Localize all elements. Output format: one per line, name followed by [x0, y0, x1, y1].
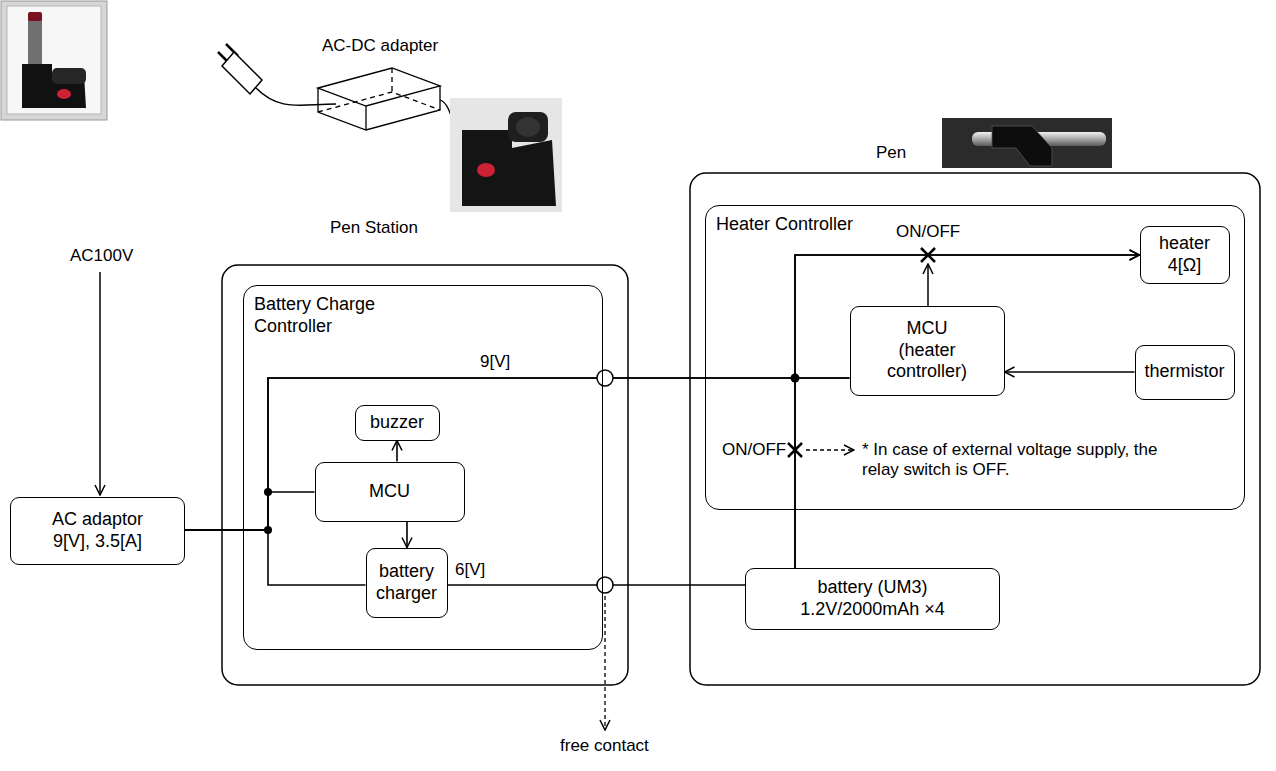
station-housing: [222, 265, 628, 685]
supply-arrow: [99, 272, 101, 495]
component-label: MCU: [369, 481, 410, 503]
component-label: heater 4[Ω]: [1155, 233, 1215, 276]
wire-connector: [185, 255, 1140, 530]
component-box: heater 4[Ω]: [1140, 226, 1230, 284]
group-title: Battery Charge Controller: [254, 294, 389, 337]
annotation-label: ON/OFF: [722, 440, 786, 460]
annotation-label: AC-DC adapter: [322, 36, 438, 56]
component-box: buzzer: [355, 405, 440, 441]
note-leader: [806, 449, 854, 450]
component-box: battery (UM3) 1.2V/2000mAh ×4: [745, 568, 1000, 630]
junction-dot: [791, 374, 800, 383]
pen-housing: [690, 173, 1260, 685]
component-label: buzzer: [370, 412, 424, 434]
wire-connector: [795, 255, 1140, 568]
switch-mark: [921, 248, 935, 262]
adapter-box: [318, 68, 466, 150]
pen-station-photo: [450, 98, 562, 212]
junction-dot: [264, 526, 272, 534]
component-label: battery charger: [373, 561, 441, 604]
component-label: battery (UM3) 1.2V/2000mAh ×4: [798, 577, 948, 620]
wire-connector: [185, 378, 850, 530]
wire-connector: [1005, 371, 1135, 373]
wire-connector: [396, 441, 398, 462]
controller-group: Battery Charge Controller buzzerMCU batter…: [243, 285, 603, 650]
pen-photo: [942, 118, 1112, 168]
wire-connector: [406, 522, 408, 548]
wire-connector: [795, 378, 850, 568]
wire-connector: [185, 530, 366, 585]
product-photo: [1, 1, 107, 120]
wire-connector: [185, 492, 315, 530]
contact-terminal: [597, 577, 613, 593]
annotation-label: Pen Station: [330, 218, 418, 238]
component-box: thermistor: [1135, 345, 1235, 400]
annotation-label: * In case of external voltage supply, th…: [862, 440, 1162, 481]
annotation-label: 6[V]: [455, 560, 485, 580]
annotation-label: free contact: [560, 736, 649, 756]
component-box: AC adaptor 9[V], 3.5[A]: [10, 497, 185, 565]
component-label: thermistor: [1144, 361, 1224, 383]
junction-dot: [264, 488, 272, 496]
component-label: AC adaptor 9[V], 3.5[A]: [48, 509, 148, 552]
contact-leader: [604, 596, 605, 730]
contact-terminal: [597, 370, 613, 386]
group-title: Heater Controller: [716, 214, 853, 236]
component-box: MCU: [315, 462, 465, 522]
component-box: MCU (heater controller): [850, 306, 1005, 396]
switch-mark: [788, 443, 802, 457]
annotation-label: ON/OFF: [896, 222, 960, 242]
control-arrow: [927, 264, 929, 306]
component-label: MCU (heater controller): [880, 318, 975, 383]
annotation-label: 9[V]: [480, 352, 510, 372]
component-box: battery charger: [366, 548, 448, 618]
annotation-label: Pen: [876, 143, 906, 163]
annotation-label: AC100V: [70, 246, 133, 266]
